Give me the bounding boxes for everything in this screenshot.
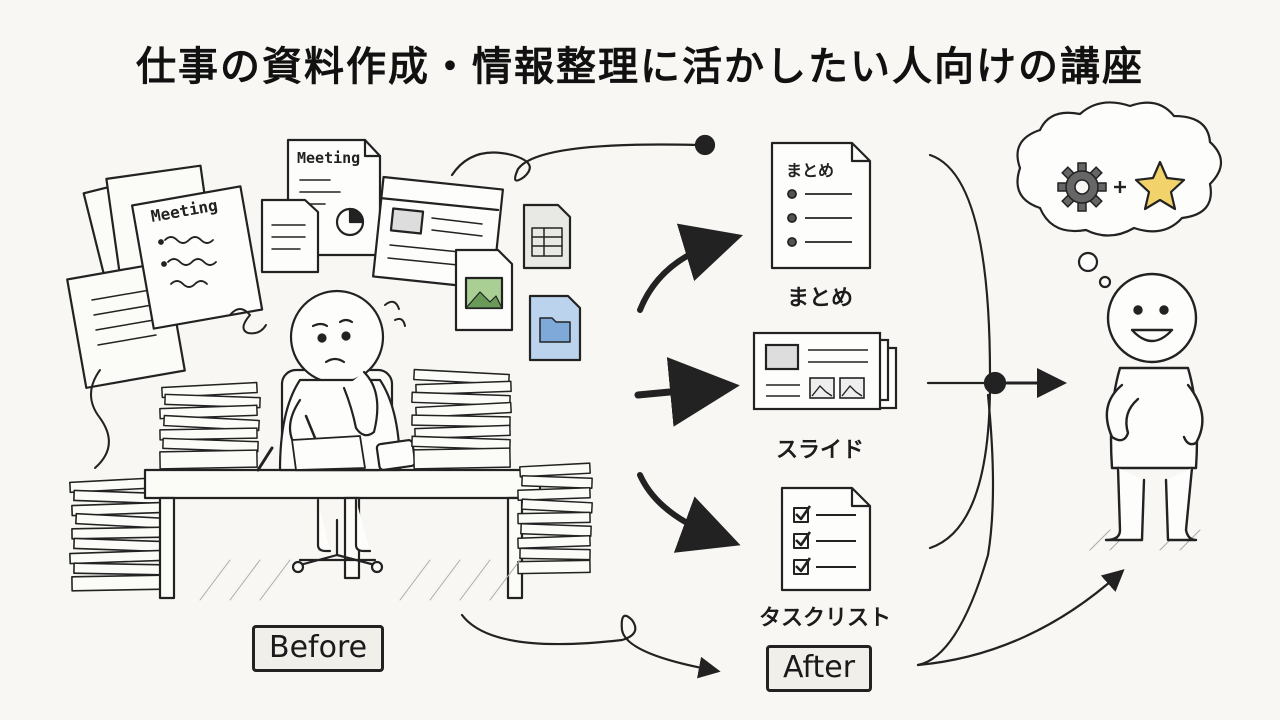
output-label-summary: まとめ [786, 286, 853, 311]
thought-bubble [1016, 101, 1223, 289]
meeting-heading-top: Meeting [297, 149, 360, 167]
after-tag: After [766, 645, 873, 692]
paper-stack-desk-right [411, 368, 512, 470]
output-card-tasklist [780, 486, 872, 592]
worried-person [278, 289, 402, 553]
small-document [260, 198, 320, 274]
plus-icon [1114, 181, 1126, 193]
page-title: 仕事の資料作成・情報整理に活かしたい人向けの講座 [136, 44, 1144, 90]
spreadsheet-file [522, 203, 572, 270]
image-file [454, 248, 514, 332]
before-scene [66, 138, 593, 601]
folder-file [528, 294, 582, 362]
output-card-summary [770, 141, 872, 270]
flow-arrows [450, 134, 1125, 679]
output-label-slides: スライド [775, 438, 864, 463]
happy-person [1089, 272, 1204, 551]
summary-card-title: まとめ [786, 161, 834, 180]
output-card-slides [752, 331, 898, 411]
output-label-tasklist: タスクリスト [758, 606, 891, 631]
desk [143, 468, 542, 600]
meeting-note-left [130, 185, 264, 330]
paper-stack-left-floor [68, 476, 168, 592]
gear-icon [1057, 162, 1107, 212]
before-tag: Before [252, 625, 385, 672]
floor-hatching [199, 559, 521, 601]
paper-stack-desk-left [159, 381, 261, 470]
paper-stack-right-floor [517, 462, 593, 575]
star-icon [1134, 160, 1186, 211]
